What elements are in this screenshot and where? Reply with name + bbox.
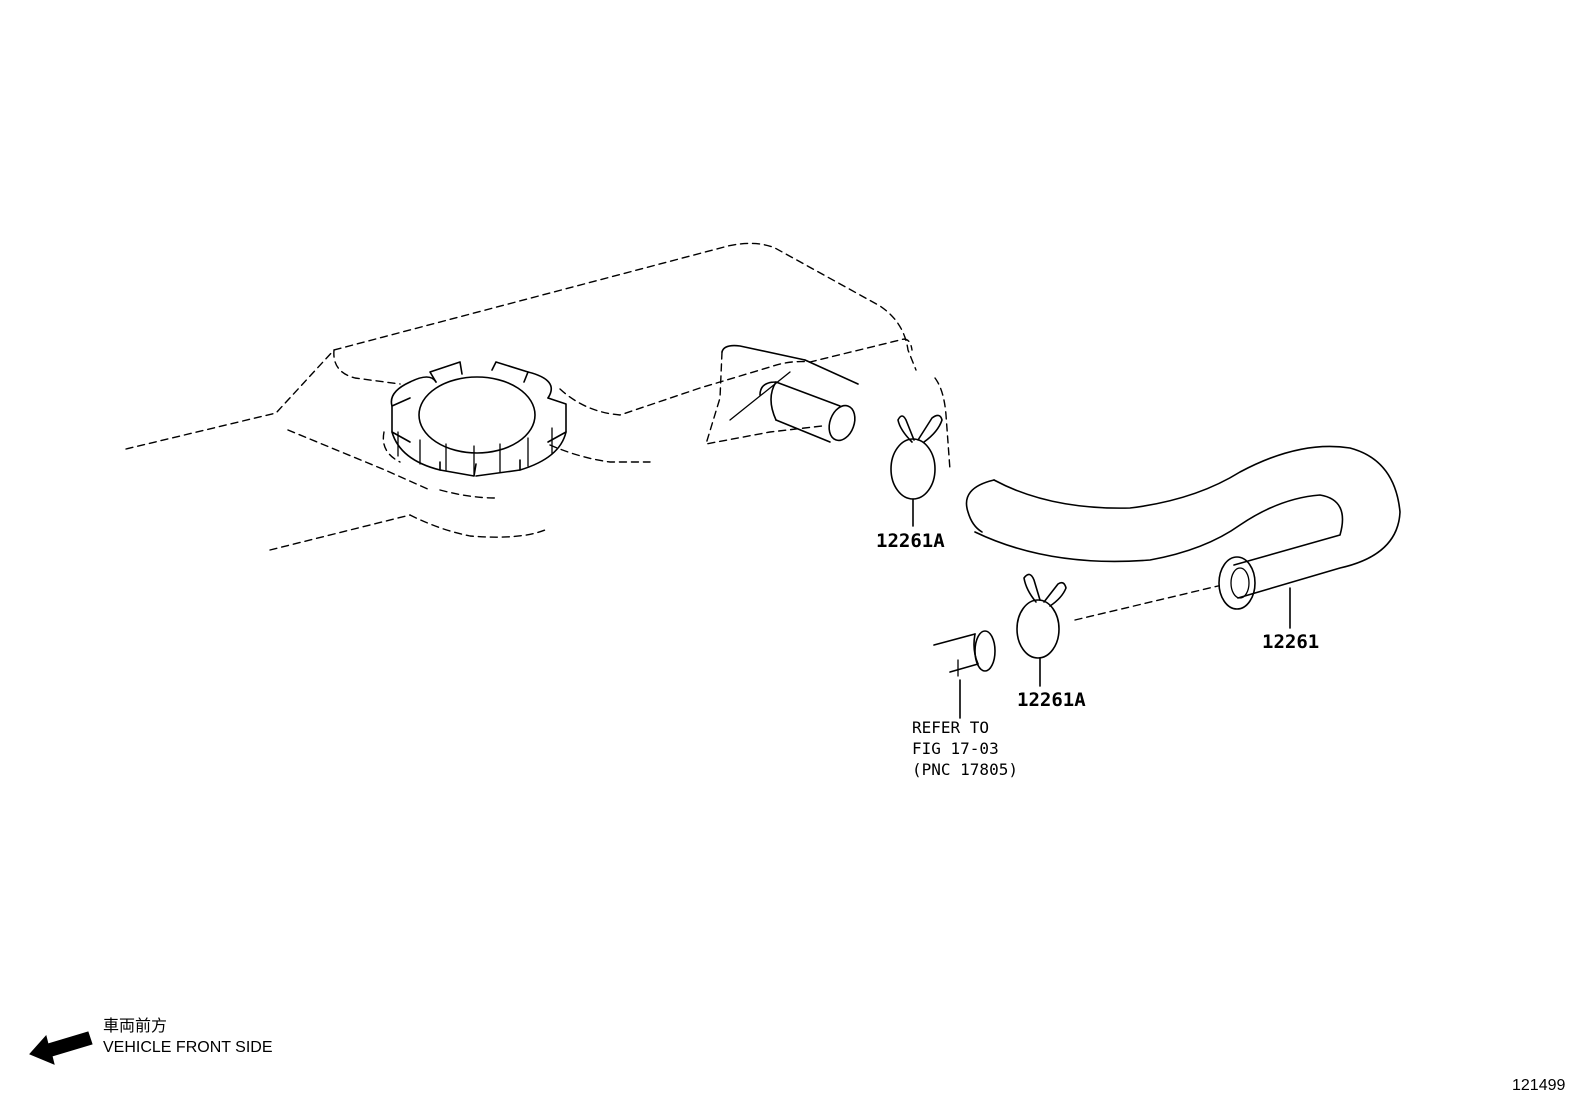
label-hose: 12261 [1262,631,1319,653]
vehicle-front-label-jp: 車両前方 [103,1017,167,1035]
pcv-outlet-pipe [705,344,859,445]
refer-line-3: (PNC 17805) [912,760,1018,779]
arrow-left-down-icon [29,1031,93,1065]
hose [965,445,1401,629]
label-clamp-lower: 12261A [1017,689,1086,711]
vehicle-front-label-en: VEHICLE FRONT SIDE [103,1039,273,1056]
intake-pipe [933,630,996,719]
clamp-upper [890,414,943,527]
cylinder-head-cover [125,242,951,551]
refer-line-1: REFER TO [912,718,989,737]
label-clamp-upper: 12261A [876,530,945,552]
oil-filler-cap [382,361,567,477]
clamp-lower [1016,573,1067,687]
assembly-line [1074,585,1219,621]
refer-line-2: FIG 17-03 [912,739,999,758]
figure-number: 121499 [1512,1077,1565,1094]
